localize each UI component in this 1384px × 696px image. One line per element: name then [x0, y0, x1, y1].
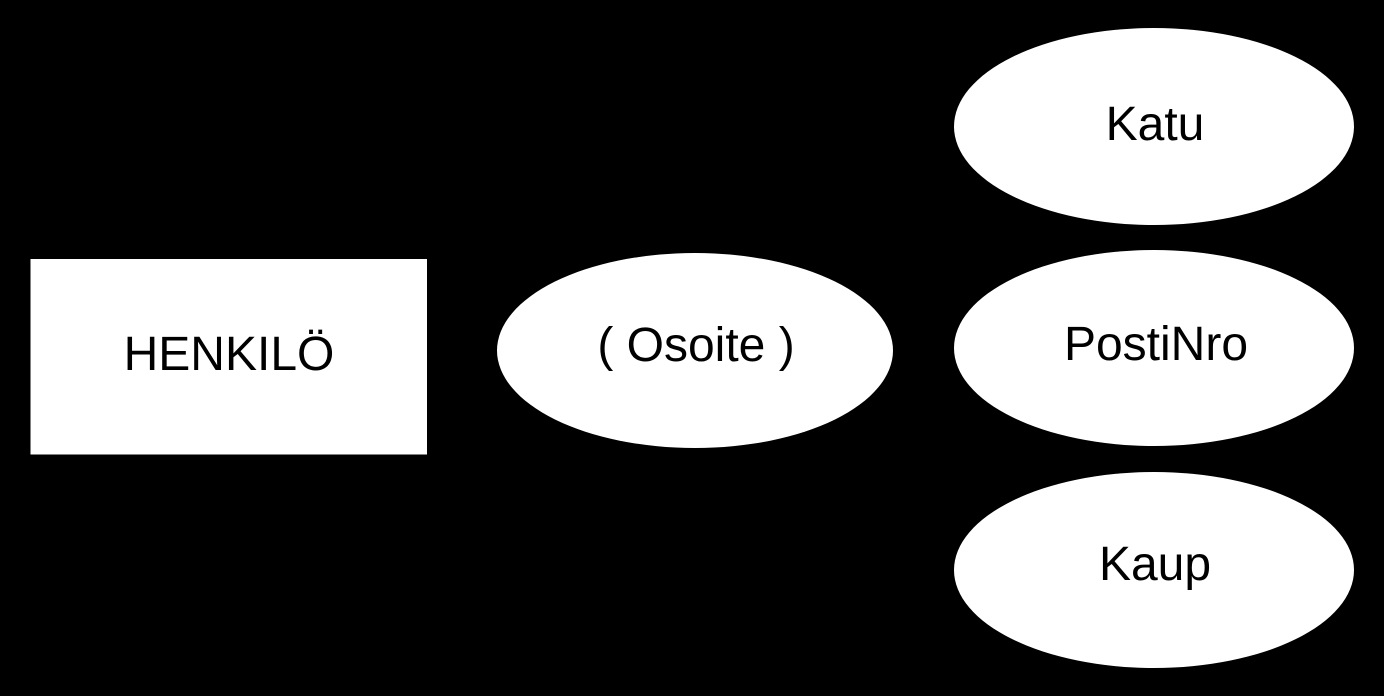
svg-text:( Osoite ): ( Osoite ): [597, 319, 794, 372]
svg-text:Katu: Katu: [1106, 98, 1205, 151]
svg-text:HENKILÖ: HENKILÖ: [124, 328, 335, 381]
svg-text:Kaup: Kaup: [1099, 538, 1211, 591]
svg-text:PostiNro: PostiNro: [1064, 318, 1248, 371]
